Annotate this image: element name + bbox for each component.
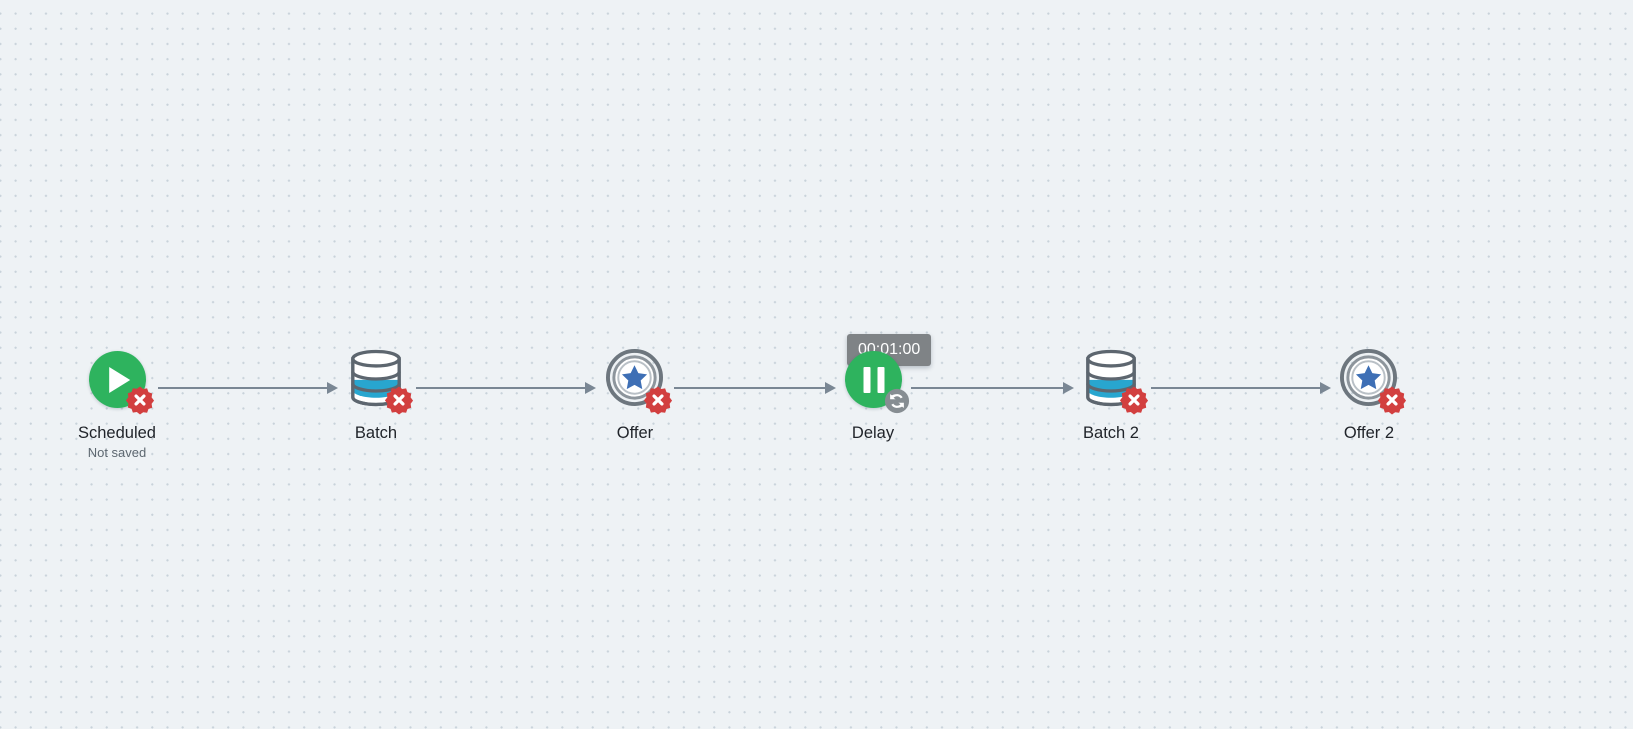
node-icon-offer-2[interactable] (1333, 343, 1407, 415)
node-label: Offer 2 (1343, 424, 1395, 442)
node-label: Scheduled (78, 424, 156, 442)
node-icon-delay[interactable] (837, 343, 910, 415)
node-label: Delay (851, 424, 895, 442)
error-badge-icon[interactable] (125, 385, 155, 415)
workflow-node-batch[interactable]: Batch (296, 343, 456, 445)
play-triangle-icon (108, 366, 130, 393)
workflow-node-scheduled[interactable]: Scheduled Not saved (37, 343, 197, 461)
node-icon-batch-2[interactable] (1075, 343, 1149, 415)
node-icon-offer[interactable] (599, 343, 673, 415)
error-badge-icon[interactable] (1119, 385, 1149, 415)
offer-target-star-icon (1340, 349, 1397, 406)
node-label: Offer (616, 424, 654, 442)
error-badge-icon[interactable] (643, 385, 673, 415)
pause-circle-icon (845, 351, 902, 408)
workflow-node-offer[interactable]: Offer (555, 343, 715, 445)
sync-badge-icon[interactable] (884, 388, 910, 414)
workflow-node-delay[interactable]: 00:01:00 Delay (793, 334, 953, 445)
error-badge-icon[interactable] (1377, 385, 1407, 415)
pause-bars-icon (863, 366, 884, 393)
workflow-node-batch-2[interactable]: Batch 2 (1031, 343, 1191, 445)
node-label: Batch 2 (1083, 424, 1139, 442)
workflow-node-offer-2[interactable]: Offer 2 (1289, 343, 1449, 445)
offer-target-star-icon (606, 349, 663, 406)
node-label: Batch (354, 424, 398, 442)
node-icon-scheduled[interactable] (81, 343, 155, 415)
node-icon-batch[interactable] (340, 343, 414, 415)
database-icon (349, 348, 403, 408)
error-badge-icon[interactable] (384, 385, 414, 415)
node-sublabel: Not saved (87, 445, 147, 460)
